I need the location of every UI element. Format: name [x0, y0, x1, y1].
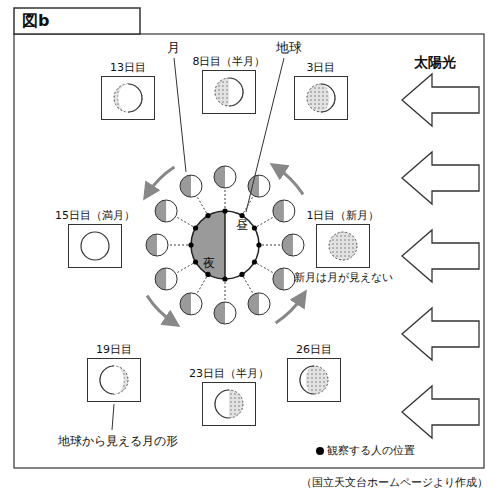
phase-frame — [294, 76, 348, 120]
observer-dot — [252, 225, 257, 230]
title-tab — [14, 8, 140, 34]
orbit-moon — [273, 268, 295, 290]
moon-shape — [288, 359, 340, 401]
orbit-arrow — [147, 296, 174, 323]
day-heading: 8日目（半月） — [193, 55, 266, 68]
sight-line — [177, 218, 193, 227]
sight-line — [170, 245, 188, 246]
legend-text: 観察する人の位置 — [327, 444, 415, 457]
sight-line — [225, 190, 226, 208]
sunlight-arrow — [402, 152, 479, 204]
moon-shape — [203, 71, 255, 113]
orbit-moon — [155, 268, 177, 290]
diagram-frame — [14, 34, 484, 468]
diagram-label: 昼 — [236, 218, 248, 232]
observer-dot — [188, 242, 193, 247]
observer-dot — [205, 272, 210, 277]
orbit-moon — [180, 175, 202, 197]
leader-line — [112, 404, 114, 430]
observer-dot — [193, 225, 198, 230]
orbit-arrow — [147, 167, 174, 194]
sight-line — [244, 277, 253, 293]
observer-dot — [239, 213, 244, 218]
sight-line — [177, 264, 193, 273]
orbit-moon — [146, 234, 168, 256]
moon-shape — [69, 225, 121, 267]
moon-shape — [295, 77, 347, 119]
sight-line — [262, 245, 280, 246]
phase-frame — [202, 70, 256, 114]
observer-dot — [256, 242, 261, 247]
day-heading: 15日目（満月） — [55, 209, 135, 222]
leader-line — [174, 58, 186, 172]
figure-title: 図b — [22, 11, 49, 30]
observer-dot — [239, 272, 244, 277]
sight-line — [225, 282, 226, 300]
source-caption: （国立天文台ホームページより作成） — [301, 476, 488, 489]
orbit-moon — [282, 234, 304, 256]
phase-frame — [101, 76, 155, 120]
moon-phase-box: 19日目 — [86, 343, 142, 402]
day-heading: 19日目 — [96, 343, 132, 356]
moon-phase-box: 3日目 — [293, 61, 349, 120]
phase-frame — [202, 382, 256, 426]
diagram-label: 月 — [167, 40, 180, 56]
moon-phase-box: 1日目（新月） — [307, 209, 380, 268]
observer-dot — [252, 259, 257, 264]
sunlight-arrow — [402, 230, 479, 282]
diagram-label: 夜 — [203, 256, 215, 270]
observer-dot — [193, 259, 198, 264]
sight-line — [257, 218, 273, 227]
diagram-label: 地球から見える月の形 — [58, 434, 178, 448]
day-heading: 26日目 — [296, 343, 332, 356]
phase-frame — [316, 224, 370, 268]
orbit-moon — [155, 200, 177, 222]
orbit-moon — [214, 166, 236, 188]
day-heading: 23日目（半月） — [189, 367, 269, 380]
moon-phase-box: 26日目 — [286, 343, 342, 402]
day-heading: 3日目 — [307, 61, 336, 74]
phase-frame — [87, 358, 141, 402]
orbit-moon — [248, 175, 270, 197]
moon-phase-box: 23日目（半月） — [189, 367, 269, 426]
sunlight-arrow — [402, 386, 479, 438]
earth — [188, 208, 261, 281]
moon-phase-box: 15日目（満月） — [55, 209, 135, 268]
moon-orbit — [146, 166, 304, 324]
observer-dot — [222, 276, 227, 281]
moon-phase-box: 8日目（半月） — [193, 55, 266, 114]
day-heading: 13日目 — [110, 61, 146, 74]
moon-shape — [88, 359, 140, 401]
orbit-moon — [214, 302, 236, 324]
sunlight-arrow — [402, 74, 479, 126]
moon-phase-box: 13日目 — [100, 61, 156, 120]
phase-frame — [68, 224, 122, 268]
moon-shape — [102, 77, 154, 119]
observer-dot — [222, 208, 227, 213]
orbit-moon — [273, 200, 295, 222]
day-heading: 1日目（新月） — [307, 209, 380, 222]
moon-shape — [203, 383, 255, 425]
sight-line — [198, 277, 207, 293]
orbit-arrow — [276, 167, 303, 194]
phase-frame — [287, 358, 341, 402]
sight-line — [198, 197, 207, 213]
diagram-label: 地球 — [276, 40, 302, 56]
legend-dot — [316, 447, 324, 455]
orbit-moon — [248, 293, 270, 315]
orbit-moon — [180, 293, 202, 315]
observer-dot — [205, 213, 210, 218]
sunlight-arrow — [402, 308, 479, 360]
moon-shape — [317, 225, 369, 267]
orbit-arrow — [276, 296, 303, 323]
diagram-label: 太陽光 — [414, 54, 456, 71]
diagram-label: 新月は月が見えない — [294, 271, 393, 284]
sight-line — [257, 264, 273, 273]
